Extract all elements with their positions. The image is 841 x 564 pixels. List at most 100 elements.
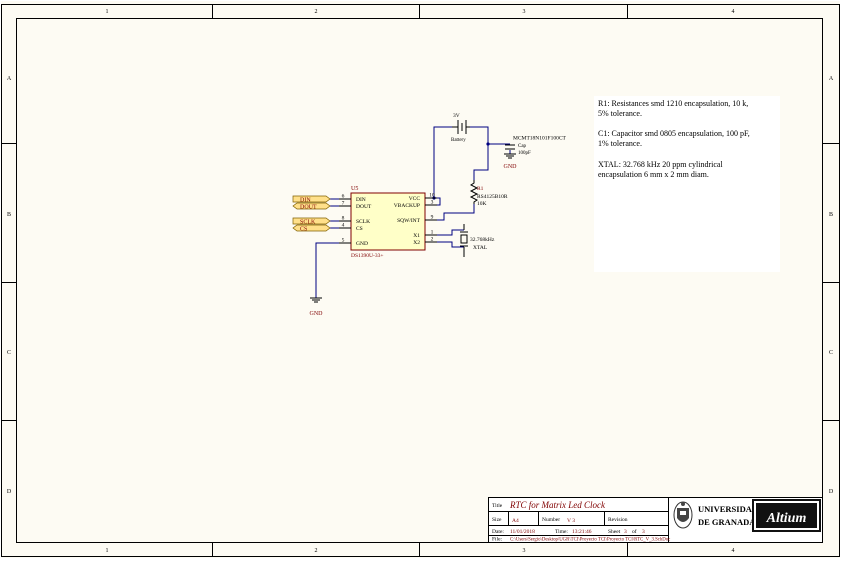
wire-battery-pos <box>470 126 489 144</box>
pin-number: 6 <box>342 194 345 200</box>
port-label: DOUT <box>300 205 317 211</box>
zone-dividers <box>1 4 840 557</box>
title-block: Title Size Number Revision Date: Time: S… <box>488 497 823 543</box>
pin-name: CS <box>356 226 363 232</box>
tb-of-label: of <box>632 528 637 535</box>
pin-name: SQW/INT <box>397 218 421 224</box>
port-sclk[interactable]: SCLK <box>292 217 331 226</box>
capacitor-c1[interactable]: MCMT18N101F100CT Cap 100pF <box>505 136 567 157</box>
tb-size: A4 <box>512 518 519 524</box>
zone-col-label: 2 <box>315 9 318 15</box>
zone-col-label: 1 <box>106 9 109 15</box>
zone-row-label: D <box>7 489 12 495</box>
port-label: CS <box>300 227 307 233</box>
university-name-line1: UNIVERSIDAD <box>698 504 758 514</box>
wire-sqw <box>425 204 475 221</box>
crystal-xtal[interactable]: 32.768kHz XTAL <box>460 224 495 257</box>
zone-col-label: 1 <box>106 548 109 554</box>
u5-rtc-chip[interactable]: U5 DS1390U-33+ 6 7 8 4 5 DIN DOUT SCLK C… <box>339 186 437 259</box>
u5-designator: U5 <box>351 186 358 192</box>
tb-sheet: 3 <box>624 529 627 535</box>
battery-symbol <box>452 120 470 134</box>
tb-date-label: Date: <box>492 529 504 535</box>
pin-number: 2 <box>431 237 434 243</box>
zone-col-label: 4 <box>732 9 735 15</box>
tb-size-label: Size <box>492 517 502 523</box>
u5-pins <box>339 197 437 244</box>
crystal-label: XTAL <box>473 245 488 251</box>
battery-value: 3V <box>453 113 460 119</box>
pin-name: DIN <box>356 197 366 203</box>
tb-time-label: Time: <box>555 529 568 535</box>
wire-resistor-top <box>473 144 489 180</box>
port-dout[interactable]: DOUT <box>292 202 331 211</box>
crystal-value: 32.768kHz <box>470 237 495 243</box>
tb-time: 13:21:46 <box>572 529 592 535</box>
capacitor-label: Cap <box>518 144 527 149</box>
wire-x2 <box>425 241 464 248</box>
tb-file: C:\Users\Sergio\Desktop\UGR\TCI\Proyecto… <box>510 538 670 543</box>
gnd-symbol-u5: GND <box>310 297 324 317</box>
outer-frame <box>1 4 840 557</box>
resistor-value: 10K <box>477 201 487 207</box>
note-line: R1: Resistances smd 1210 encapsulation, … <box>598 99 748 108</box>
wire-gnd <box>315 242 339 298</box>
pin-number: 4 <box>342 223 345 229</box>
zone-row-label: A <box>829 76 834 82</box>
notes-background <box>594 96 780 272</box>
pin-name: VCC <box>409 196 421 202</box>
note-line: C1: Capacitor smd 0805 encapsulation, 10… <box>598 129 750 138</box>
zone-col-label: 2 <box>315 548 318 554</box>
port-cs[interactable]: CS <box>292 224 331 233</box>
capacitor-part-number: MCMT18N101F100CT <box>513 136 567 142</box>
tb-date: 11/01/2018 <box>510 529 535 535</box>
pin-number: 8 <box>342 216 345 222</box>
gnd-symbol-cap: GND <box>504 153 518 170</box>
pin-number: 3 <box>431 200 434 206</box>
pin-number: 1 <box>431 230 434 236</box>
zone-row-label: A <box>7 76 12 82</box>
pin-name: SCLK <box>356 219 370 225</box>
zone-labels: 1 2 3 4 1 2 3 4 A B C D A B C D <box>7 9 834 554</box>
capacitor-value: 100pF <box>518 151 531 156</box>
resistor-r1[interactable]: R1 RS4125B10R 10K <box>469 180 508 207</box>
u5-part-number: DS1390U-33+ <box>351 253 383 259</box>
pin-name: X1 <box>413 233 420 239</box>
note-line: 5% tolerance. <box>598 109 642 118</box>
pin-name: DOUT <box>356 204 372 210</box>
tb-sheet-total: 3 <box>642 529 645 535</box>
wire-x1 <box>425 229 464 236</box>
pin-name: X2 <box>413 240 420 246</box>
tb-sheet-label: Sheet <box>608 529 621 535</box>
zone-row-label: B <box>7 212 11 218</box>
junction-dot <box>486 142 490 146</box>
battery-3v[interactable]: 3V Battery <box>451 113 470 143</box>
net-ports: DIN DOUT SCLK CS <box>292 195 331 233</box>
u5-pin-labels: 6 7 8 4 5 DIN DOUT SCLK CS GND 10 3 9 1 … <box>342 193 435 248</box>
battery-label: Battery <box>451 138 466 143</box>
u5-body <box>350 192 426 251</box>
resistor-symbol <box>469 180 479 204</box>
gnd-label: GND <box>310 311 324 317</box>
altium-logo: Altium <box>752 499 821 532</box>
svg-text:Altium: Altium <box>766 511 807 526</box>
tb-revision-label: Revision <box>608 517 628 523</box>
zone-col-label: 4 <box>732 548 735 554</box>
note-line: encapsulation 6 mm x 2 mm diam. <box>598 170 709 179</box>
pin-number: 5 <box>342 238 345 244</box>
title-block-labels: Title Size Number Revision Date: Time: S… <box>492 503 637 543</box>
pin-number: 7 <box>342 201 345 207</box>
port-label: SCLK <box>300 220 316 226</box>
capacitor-symbol <box>505 144 515 150</box>
university-seal <box>673 501 693 529</box>
port-din[interactable]: DIN <box>292 195 331 204</box>
note-line: 1% tolerance. <box>598 139 642 148</box>
zone-row-label: D <box>829 489 834 495</box>
resistor-designator: R1 <box>477 186 484 192</box>
gnd-label: GND <box>504 164 518 170</box>
zone-row-label: C <box>7 350 11 356</box>
junctions <box>432 142 490 200</box>
tb-number: V 3 <box>567 518 575 524</box>
